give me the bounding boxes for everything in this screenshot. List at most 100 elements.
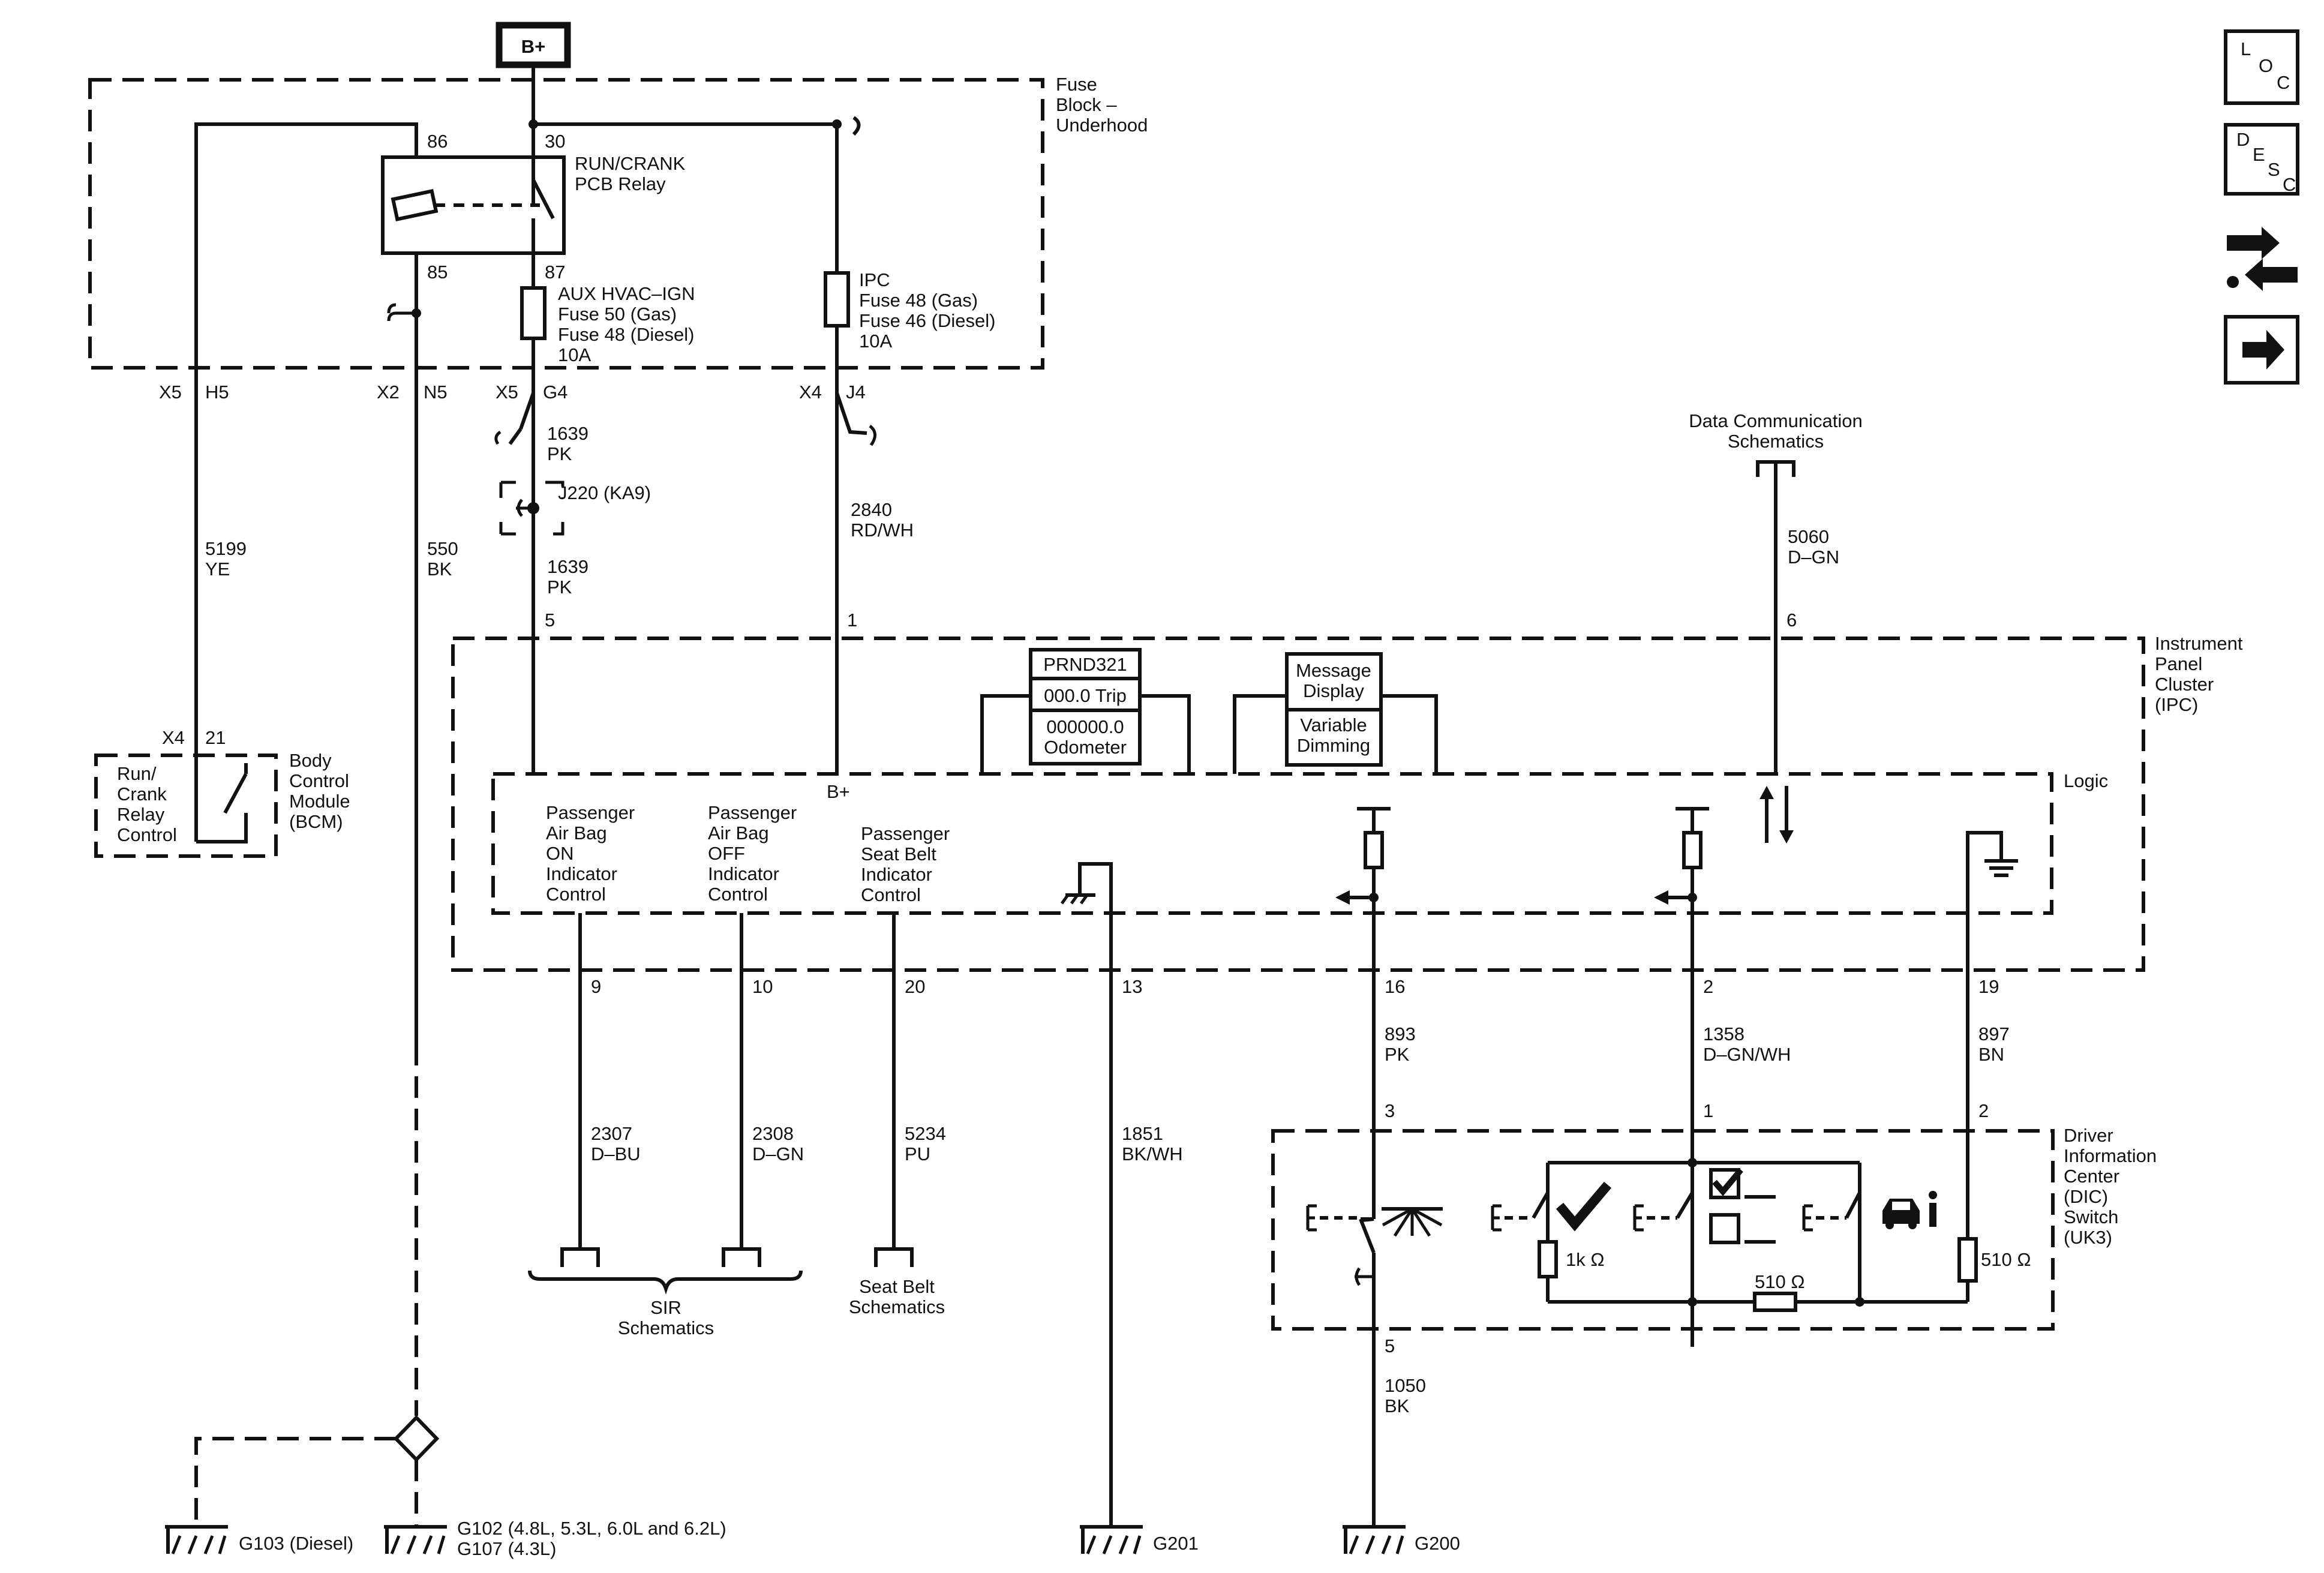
svg-text:5: 5 [545, 610, 555, 631]
bcm-inner-label: Run/ Crank Relay Control [117, 763, 177, 845]
svg-text:J220 (KA9): J220 (KA9) [558, 482, 651, 503]
svg-text:85: 85 [427, 262, 448, 283]
switch-e-icon [1306, 1204, 1317, 1232]
svg-text:86: 86 [427, 131, 448, 152]
svg-text:1k Ω: 1k Ω [1566, 1249, 1605, 1270]
connector-h5-label: H5 [205, 382, 229, 403]
sir-connector-1-icon [560, 1247, 600, 1267]
bcm-label: Body Control Module (BCM) [289, 750, 355, 832]
svg-text:C: C [2283, 174, 2296, 195]
svg-text:510 Ω: 510 Ω [1755, 1271, 1805, 1292]
ipc-label: Instrument Panel Cluster (IPC) [2155, 633, 2248, 715]
svg-text:3: 3 [1385, 1100, 1395, 1121]
svg-text:5: 5 [1385, 1335, 1395, 1356]
switch-e-icon-2 [1491, 1204, 1502, 1232]
switch-e-icon-4 [1802, 1204, 1813, 1232]
ipc-ground-19 [1966, 831, 2018, 1239]
svg-text:X4: X4 [162, 727, 185, 748]
prnd-display: PRND321 000.0 Trip 000000.0 Odometer [980, 648, 1191, 774]
svg-text:2: 2 [1703, 976, 1713, 997]
sir-brace [528, 1270, 803, 1295]
resistor-510-a-icon [1753, 1292, 1797, 1312]
dic-outline [1271, 1129, 2055, 1331]
connector-arrows-icon[interactable] [2227, 227, 2298, 291]
pullup-2 [1654, 807, 1709, 1347]
connector-j4-label: J4 [846, 382, 866, 403]
svg-text:L: L [2241, 38, 2251, 59]
fuse-aux-label: AUX HVAC–IGN Fuse 50 (Gas) Fuse 48 (Dies… [558, 283, 700, 365]
svg-text:13: 13 [1122, 976, 1142, 997]
ground-g103-label: G103 (Diesel) [239, 1533, 353, 1554]
road-icon [1382, 1207, 1443, 1237]
svg-text:PRND321: PRND321 [1043, 654, 1127, 675]
checklist-icon [1709, 1167, 1776, 1244]
fuse-block-outline [88, 78, 1044, 370]
resistor-510-b-icon [1957, 1237, 1978, 1283]
fuse-ipc-label: IPC Fuse 48 (Gas) Fuse 46 (Diesel) 10A [859, 269, 1001, 352]
relay-label: RUN/CRANK PCB Relay [575, 153, 690, 194]
message-display: Message Display Variable Dimming [1233, 652, 1438, 774]
svg-text:10: 10 [752, 976, 773, 997]
svg-text:1: 1 [847, 610, 857, 631]
switch-e-icon-3 [1633, 1204, 1644, 1232]
ipc-outline [451, 637, 2145, 972]
svg-text:O: O [2259, 55, 2273, 76]
ground-diamond-icon [393, 1415, 440, 1463]
ground-g201-label: G201 [1153, 1533, 1199, 1554]
relay-coil-icon [391, 188, 439, 222]
sir-connector-2-icon [722, 1247, 761, 1267]
chassis-ground-icon [1060, 893, 1095, 905]
connector-n5-label: N5 [424, 382, 448, 403]
svg-text:Variable: Variable [1300, 715, 1367, 736]
svg-text:D: D [2236, 129, 2250, 150]
ipc-logic-outline [491, 772, 2053, 915]
ipc-bplus-label: B+ [827, 781, 850, 802]
power-source: B+ [496, 22, 571, 68]
svg-text:S: S [2268, 159, 2280, 180]
loc-icon[interactable]: L O C [2224, 29, 2299, 105]
ground-g201-icon [1080, 1525, 1143, 1554]
resistor-1k-icon [1538, 1240, 1558, 1278]
ground-g200-icon [1343, 1525, 1406, 1554]
svg-text:1: 1 [1703, 1100, 1713, 1121]
wire-5199 [194, 122, 418, 842]
svg-text:000.0 Trip: 000.0 Trip [1044, 685, 1127, 706]
connector-x4-label: X4 [799, 382, 822, 403]
svg-text:E: E [2253, 144, 2265, 165]
ground-g200-label: G200 [1415, 1533, 1460, 1554]
svg-text:21: 21 [205, 727, 226, 748]
next-arrow-icon[interactable] [2224, 315, 2299, 385]
check-icon [1556, 1181, 1612, 1232]
fuse-block-label: Fuse Block – Underhood [1056, 74, 1148, 136]
svg-text:20: 20 [905, 976, 925, 997]
fuse-aux-hvac-icon [520, 286, 547, 340]
svg-text:Odometer: Odometer [1044, 737, 1127, 758]
connector-x5-g4-label: X5 [496, 382, 518, 403]
vehicle-info-icon [1882, 1191, 1937, 1229]
bcm-module: X4 21 Run/ Crank Relay Control Body Cont… [94, 727, 355, 858]
relay-switch-icon [532, 179, 555, 220]
bcm-switch-icon [223, 773, 248, 814]
ipc-logic-label: Logic [2064, 770, 2108, 791]
svg-text:19: 19 [1978, 976, 1999, 997]
ground-g102-label: G102 (4.8L, 5.3L, 6.0L and 6.2L) [457, 1518, 726, 1539]
svg-text:000000.0: 000000.0 [1046, 716, 1124, 737]
ground-g102-icon [384, 1525, 447, 1554]
svg-text:C: C [2277, 72, 2290, 93]
connector-x5-label: X5 [159, 382, 182, 403]
desc-icon[interactable]: D E S C [2224, 123, 2299, 196]
